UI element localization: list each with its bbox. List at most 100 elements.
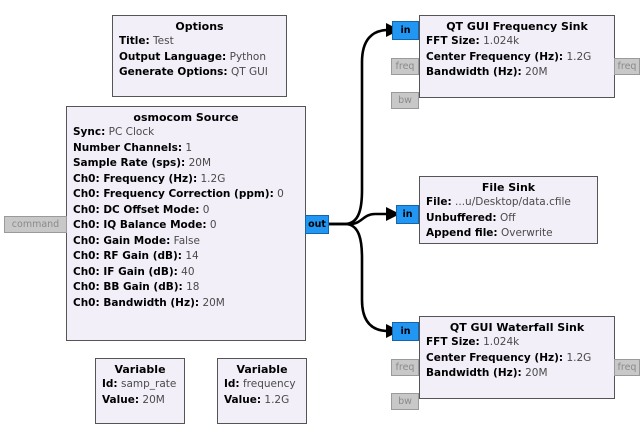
param-fft-size: FFT Size: 1.024k — [426, 335, 608, 351]
param-value: frequency — [242, 378, 296, 390]
param-value: 20M — [525, 367, 548, 379]
param-value: 18 — [186, 281, 200, 293]
param-ch0-rf-gain: Ch0: RF Gain (dB): 14 — [73, 249, 299, 265]
block-osmocom-source[interactable]: osmocom Source Sync: PC Clock Number Cha… — [66, 106, 306, 341]
port-frequency-sink-bw-in[interactable]: bw — [391, 92, 419, 109]
param-generate-options: Generate Options: QT GUI — [119, 65, 280, 81]
port-waterfall-sink-freq-in[interactable]: freq — [391, 359, 419, 376]
port-file-sink-in[interactable]: in — [396, 205, 419, 224]
param-value: Off — [499, 211, 516, 224]
port-waterfall-sink-in[interactable]: in — [392, 322, 419, 341]
param-ch0-bb-gain: Ch0: BB Gain (dB): 18 — [73, 280, 299, 296]
param-key: Center Frequency (Hz): — [426, 351, 564, 364]
param-value: 1.2G — [566, 50, 592, 63]
wire-source-to-waterfall-sink — [326, 222, 390, 333]
param-id: Id: samp_rate — [102, 377, 178, 393]
param-number-channels: Number Channels: 1 — [73, 141, 299, 157]
param-value: 0 — [209, 219, 217, 231]
param-title: Title: Test — [119, 34, 280, 50]
param-value: 0 — [277, 188, 284, 200]
param-key: Title: — [119, 35, 150, 47]
param-value: 1.2G — [566, 351, 592, 364]
param-key: Id: — [102, 378, 118, 390]
param-value: 1.2G — [200, 172, 226, 185]
param-value: 0 — [202, 203, 210, 216]
block-qt-gui-frequency-sink[interactable]: QT GUI Frequency Sink FFT Size: 1.024k C… — [419, 15, 615, 98]
param-key: Value: — [224, 393, 262, 406]
param-key: Ch0: BB Gain (dB): — [73, 281, 183, 293]
port-waterfall-sink-freq-out[interactable]: freq — [614, 359, 640, 376]
param-value: 40 — [181, 265, 195, 278]
param-key: Append file: — [426, 227, 498, 239]
param-key: Sample Rate (sps): — [73, 157, 186, 169]
param-value: 1.2G — [264, 393, 290, 406]
block-title-osmocom-source: osmocom Source — [133, 111, 239, 124]
param-ch0-frequency-correction: Ch0: Frequency Correction (ppm): 0 — [73, 187, 299, 203]
param-key: Ch0: Gain Mode: — [73, 234, 171, 247]
param-key: Unbuffered: — [426, 211, 497, 224]
param-sample-rate: Sample Rate (sps): 20M — [73, 156, 299, 172]
block-title-waterfall-sink: QT GUI Waterfall Sink — [449, 321, 585, 334]
param-key: Ch0: Frequency Correction (ppm): — [73, 188, 274, 200]
param-bandwidth: Bandwidth (Hz): 20M — [426, 366, 608, 382]
param-center-frequency: Center Frequency (Hz): 1.2G — [426, 351, 608, 367]
param-key: Id: — [224, 378, 240, 390]
param-value: 1.024k — [483, 336, 520, 348]
port-osmocom-source-command[interactable]: command — [4, 216, 67, 233]
param-key: Bandwidth (Hz): — [426, 367, 522, 379]
param-key: Sync: — [73, 126, 106, 138]
param-key: Number Channels: — [73, 141, 183, 154]
param-value: ...u/Desktop/data.cfile — [455, 196, 571, 208]
param-key: Ch0: Bandwidth (Hz): — [73, 296, 200, 309]
block-qt-gui-waterfall-sink[interactable]: QT GUI Waterfall Sink FFT Size: 1.024k C… — [419, 316, 615, 399]
block-title-file-sink: File Sink — [481, 181, 536, 194]
param-value: 14 — [185, 250, 199, 262]
param-key: FFT Size: — [426, 336, 480, 348]
param-key: Value: — [102, 393, 140, 406]
param-ch0-bandwidth: Ch0: Bandwidth (Hz): 20M — [73, 296, 299, 312]
block-title-frequency-sink: QT GUI Frequency Sink — [446, 20, 588, 33]
param-value: 20M — [188, 157, 212, 169]
param-value: Overwrite — [500, 227, 553, 239]
block-variable-frequency[interactable]: Variable Id: frequency Value: 1.2G — [217, 358, 307, 424]
param-key: Ch0: IQ Balance Mode: — [73, 219, 207, 231]
param-value: 1 — [185, 141, 193, 154]
wire-source-to-file-sink — [326, 212, 390, 226]
param-value: 20M — [525, 66, 548, 78]
block-variable-samp-rate[interactable]: Variable Id: samp_rate Value: 20M — [95, 358, 185, 424]
param-value-row: Value: 20M — [102, 393, 178, 409]
param-key: Ch0: RF Gain (dB): — [73, 250, 183, 262]
param-bandwidth: Bandwidth (Hz): 20M — [426, 65, 608, 81]
param-file: File: ...u/Desktop/data.cfile — [426, 195, 591, 211]
port-frequency-sink-freq-out[interactable]: freq — [614, 58, 640, 75]
param-key: FFT Size: — [426, 35, 480, 47]
port-waterfall-sink-bw-in[interactable]: bw — [391, 393, 419, 410]
block-options[interactable]: Options Title: Test Output Language: Pyt… — [112, 15, 287, 97]
port-frequency-sink-freq-in[interactable]: freq — [391, 58, 419, 75]
param-key: Generate Options: — [119, 66, 228, 78]
param-center-frequency: Center Frequency (Hz): 1.2G — [426, 50, 608, 66]
param-value: Python — [229, 50, 267, 63]
param-key: Ch0: Frequency (Hz): — [73, 172, 198, 185]
block-title-variable-frequency: Variable — [236, 363, 288, 376]
param-value: samp_rate — [120, 378, 177, 390]
param-ch0-if-gain: Ch0: IF Gain (dB): 40 — [73, 265, 299, 281]
param-value: False — [173, 234, 200, 247]
param-fft-size: FFT Size: 1.024k — [426, 34, 608, 50]
param-value-row: Value: 1.2G — [224, 393, 300, 409]
port-frequency-sink-in[interactable]: in — [392, 21, 419, 40]
param-value: QT GUI — [230, 66, 268, 78]
param-key: Center Frequency (Hz): — [426, 50, 564, 63]
param-id: Id: frequency — [224, 377, 300, 393]
param-output-language: Output Language: Python — [119, 50, 280, 66]
param-ch0-gain-mode: Ch0: Gain Mode: False — [73, 234, 299, 250]
port-osmocom-source-out[interactable]: out — [305, 215, 329, 234]
param-ch0-iq-balance-mode: Ch0: IQ Balance Mode: 0 — [73, 218, 299, 234]
param-value: Test — [153, 35, 174, 47]
param-key: Bandwidth (Hz): — [426, 66, 522, 78]
param-key: Output Language: — [119, 50, 227, 63]
param-value: 1.024k — [483, 35, 520, 47]
param-key: Ch0: IF Gain (dB): — [73, 265, 178, 278]
block-file-sink[interactable]: File Sink File: ...u/Desktop/data.cfile … — [419, 176, 598, 244]
